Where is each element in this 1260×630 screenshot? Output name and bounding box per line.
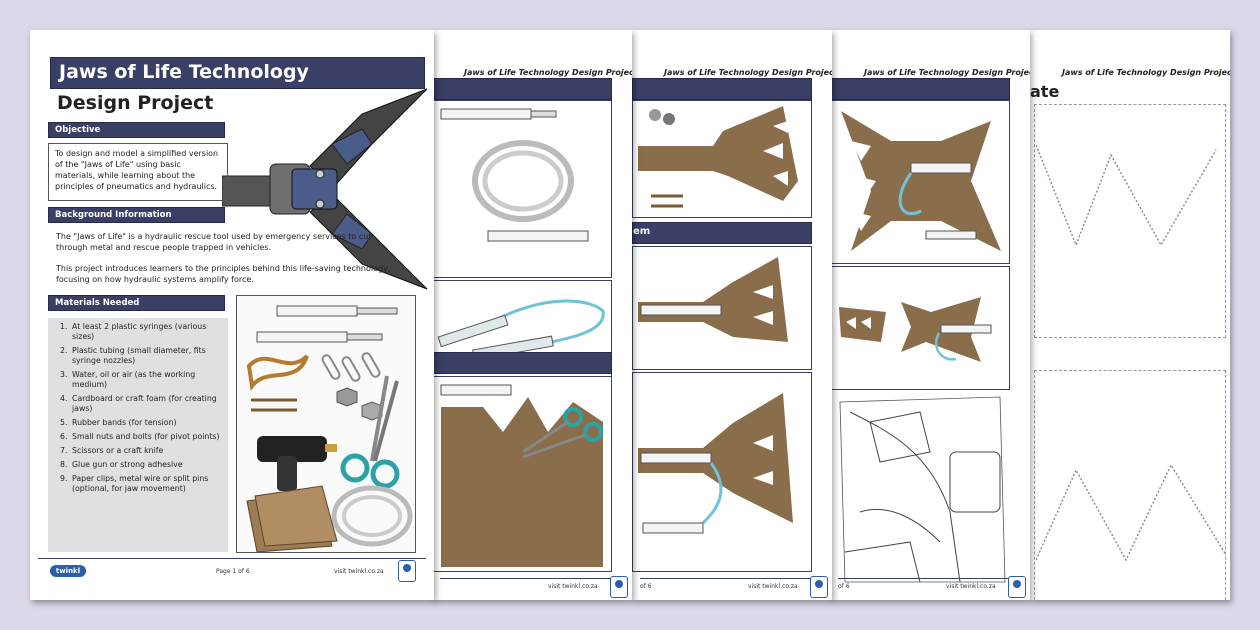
template-title-fragment: ate	[1030, 82, 1060, 101]
car-rescue-illustration	[830, 392, 1010, 588]
dotted-triangle-template-top	[1036, 144, 1217, 247]
rubber-band-icon	[246, 354, 309, 392]
page-number: of 6	[640, 583, 652, 590]
twinkl-logo-icon: twinkl	[50, 565, 86, 577]
list-item: 9.Paper clips, metal wire or split pins …	[60, 474, 209, 493]
scissors-icon	[340, 375, 400, 489]
glue-gun-icon	[257, 436, 337, 491]
syringes-and-tubing	[440, 108, 589, 242]
objective-heading: Objective	[48, 122, 225, 138]
footer-line	[838, 578, 1022, 579]
list-item: 8.Glue gun or strong adhesive	[60, 460, 183, 469]
materials-heading: Materials Needed	[48, 295, 225, 311]
cutting-cork-with-scissors	[440, 384, 603, 567]
footer-url: visit twinkl.co.za	[946, 583, 996, 590]
dotted-triangle-template-bottom	[1036, 463, 1226, 562]
page-1-front: Jaws of Life Technology Design Project O…	[30, 30, 434, 600]
list-item: 6.Small nuts and bolts (for pivot points…	[60, 432, 220, 441]
page-number: of 6	[838, 583, 850, 590]
background-heading: Background Information	[48, 207, 225, 223]
step-image-frame-3	[432, 376, 612, 572]
footer-url: visit twinkl.co.za	[548, 583, 598, 590]
step-image-frame-3	[632, 372, 812, 572]
page-header-title: Jaws of Life Technology Design Project	[464, 68, 632, 77]
page-3: Jaws of Life Technology Design Project e…	[632, 30, 832, 600]
document-subtitle: Design Project	[57, 92, 214, 114]
paper-clip-icon	[321, 352, 381, 382]
objective-text: To design and model a simplified version…	[48, 143, 228, 201]
step-image-frame-2	[830, 266, 1010, 390]
step-image-frame	[632, 100, 812, 218]
jaws-cutouts-image	[839, 297, 992, 362]
materials-collage	[246, 305, 413, 553]
quality-badge-icon	[610, 576, 628, 598]
page-number: Page 1 of 6	[216, 568, 250, 575]
step-image-frame-2	[632, 246, 812, 370]
footer-line	[38, 558, 426, 559]
list-item: 7.Scissors or a craft knife	[60, 446, 164, 455]
template-frame-bottom	[1034, 370, 1226, 600]
page-header-title: Jaws of Life Technology Design Project	[1062, 68, 1230, 77]
list-item: 5.Rubber bands (for tension)	[60, 418, 177, 427]
section-bar-2	[432, 352, 612, 374]
background-paragraph-2: This project introduces learners to the …	[56, 264, 391, 284]
cork-jaw-with-bolts	[638, 106, 798, 208]
materials-image-frame	[236, 295, 416, 553]
list-item: 2.Plastic tubing (small diameter, fits s…	[60, 346, 206, 365]
page-header-title: Jaws of Life Technology Design Project	[864, 68, 1030, 77]
background-paragraph-1: The "Jaws of Life" is a hydraulic rescue…	[56, 232, 372, 252]
section-bar-2: em	[632, 222, 812, 244]
syringe-icon	[256, 305, 398, 343]
title-bar: Jaws of Life Technology	[50, 57, 425, 89]
cardboard-stack-icon	[246, 485, 338, 553]
page-2: Jaws of Life Technology Design Project v…	[432, 30, 632, 600]
quality-badge-icon	[810, 576, 828, 598]
section-bar	[830, 78, 1010, 100]
list-item: 4.Cardboard or craft foam (for creating …	[60, 394, 217, 413]
page-template: Jaws of Life Technology Design Project a…	[1030, 30, 1230, 600]
materials-list: 1.At least 2 plastic syringes (various s…	[48, 318, 228, 552]
list-item: 3.Water, oil or air (as the working medi…	[60, 370, 196, 389]
step-image-frame	[830, 100, 1010, 264]
footer-line	[440, 578, 624, 579]
section-bar	[632, 78, 812, 100]
tubing-coil-icon	[331, 485, 413, 547]
section-title-fragment: em	[633, 226, 651, 237]
jaws-assembly-image	[841, 111, 1001, 251]
section-bar	[432, 78, 612, 100]
step-image-frame	[432, 100, 612, 278]
syringe-on-jaw	[638, 257, 788, 342]
nuts-bolts-icon	[251, 387, 383, 421]
hydraulic-jaw-model	[638, 393, 793, 534]
jaws-tool-icon	[222, 88, 428, 290]
page-4: Jaws of Life Technology Design Project	[830, 30, 1030, 600]
quality-badge-icon	[398, 560, 416, 582]
car-door-lineart	[839, 396, 1006, 583]
quality-badge-icon	[1008, 576, 1026, 598]
footer-line	[640, 578, 824, 579]
footer-url: visit twinkl.co.za	[334, 568, 384, 575]
document-title: Jaws of Life Technology	[59, 61, 309, 83]
list-item: 1.At least 2 plastic syringes (various s…	[60, 322, 207, 341]
footer-url: visit twinkl.co.za	[748, 583, 798, 590]
page-header-title: Jaws of Life Technology Design Project	[664, 68, 832, 77]
